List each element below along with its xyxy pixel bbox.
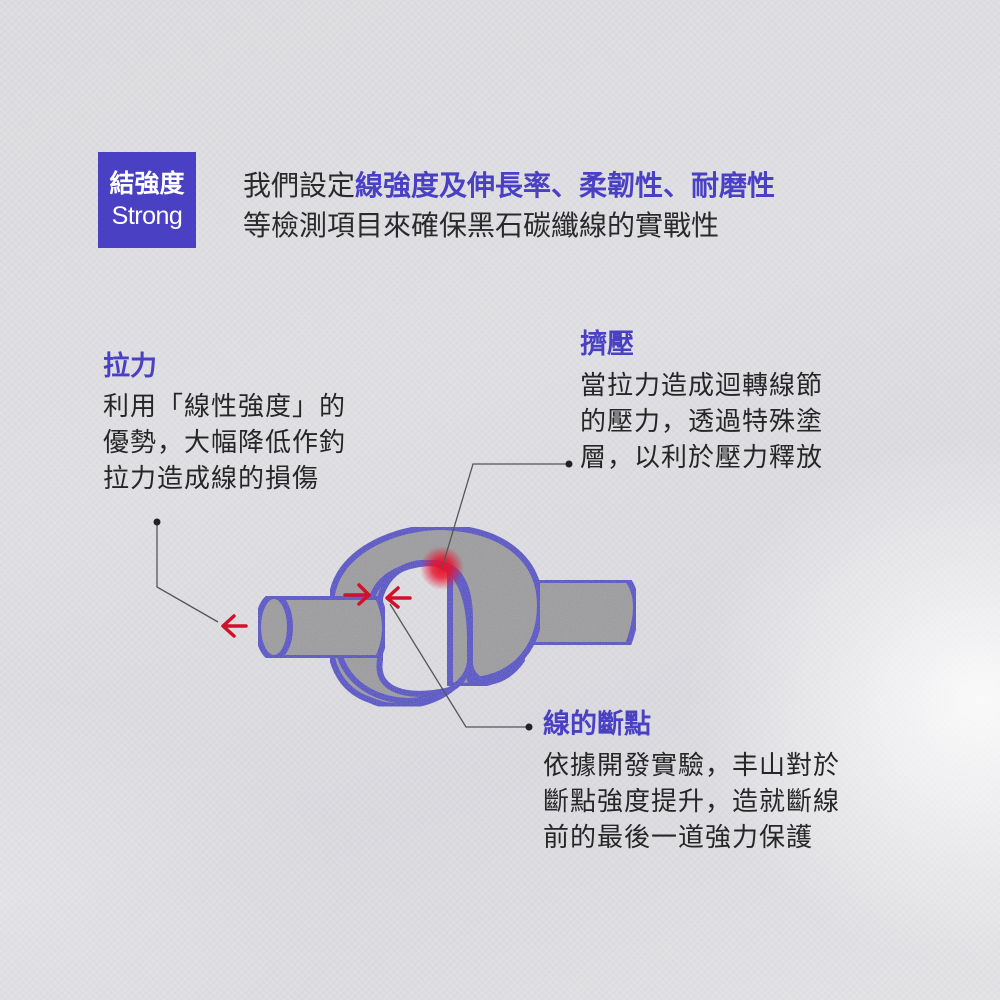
callout-break-title: 線的斷點 xyxy=(543,709,651,740)
right-line-tail xyxy=(517,577,639,648)
left-standing-line xyxy=(255,593,388,661)
callout-break-line: 斷點強度提升，造就斷線 xyxy=(543,787,841,817)
intro-highlight: 線強度及伸長率、柔韌性、耐磨性 xyxy=(355,169,776,202)
badge-title-en: Strong xyxy=(111,202,183,230)
callout-squeeze-line: 的壓力，透過特殊塗 xyxy=(580,407,824,437)
compress-arrow-left-icon xyxy=(385,586,412,609)
callout-squeeze: 擠壓 當拉力造成迴轉線節 的壓力，透過特殊塗 層，以利於壓力釋放 xyxy=(580,326,823,476)
knot-strength-badge: 結強度 Strong xyxy=(98,152,196,248)
leader-line-break xyxy=(389,603,533,731)
callout-break-line: 前的最後一道強力保護 xyxy=(543,823,814,853)
leader-line-pull xyxy=(153,518,219,623)
callout-break-point: 線的斷點 依據開發實驗，丰山對於 斷點強度提升，造就斷線 前的最後一道強力保護 xyxy=(543,706,840,856)
compress-arrow-right-icon xyxy=(343,583,371,606)
callout-squeeze-line: 層，以利於壓力釋放 xyxy=(580,443,824,473)
callout-pull: 拉力 利用「線性強度」的 優勢，大幅降低作釣 拉力造成線的損傷 xyxy=(103,348,346,497)
intro-prefix: 我們設定 xyxy=(243,169,356,202)
callout-squeeze-title: 擠壓 xyxy=(580,329,634,360)
leader-line-squeeze xyxy=(441,460,573,569)
intro-line-2: 等檢測項目來確保黑石碳纖線的實戰性 xyxy=(243,209,720,242)
intro-line-1: 我們設定線強度及伸長率、柔韌性、耐磨性 xyxy=(243,166,775,206)
badge-title-zh: 結強度 xyxy=(109,169,185,198)
callout-pull-line: 優勢，大幅降低作釣 xyxy=(103,428,347,458)
callout-break-line: 依據開發實驗，丰山對於 xyxy=(543,751,841,781)
pull-arrow-left-icon xyxy=(221,614,248,638)
callout-pull-line: 拉力造成線的損傷 xyxy=(103,464,320,494)
callout-pull-title: 拉力 xyxy=(103,351,157,382)
callout-squeeze-line: 當拉力造成迴轉線節 xyxy=(580,371,824,401)
callout-pull-line: 利用「線性強度」的 xyxy=(103,392,347,422)
intro-text: 我們設定線強度及伸長率、柔韌性、耐磨性 等檢測項目來確保黑石碳纖線的實戰性 xyxy=(243,166,775,246)
